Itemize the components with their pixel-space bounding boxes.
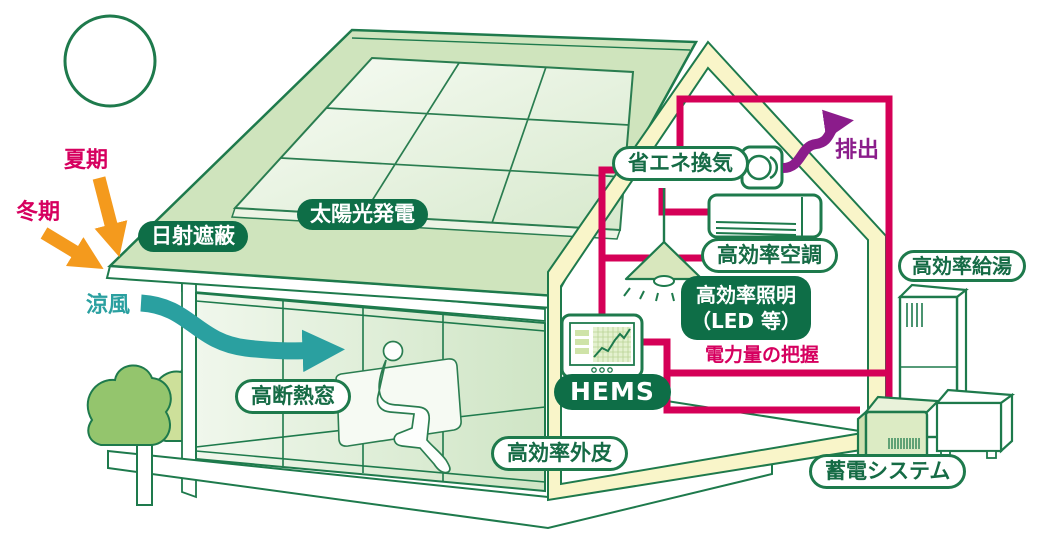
sun-icon bbox=[63, 14, 157, 108]
efficient-lighting-badge: 高効率照明 （LED 等） bbox=[681, 276, 811, 340]
power-monitoring-label: 電力量の把握 bbox=[705, 344, 820, 366]
seated-person-outline bbox=[376, 340, 451, 474]
exhaust-label: 排出 bbox=[835, 138, 880, 163]
hems-monitor-icon bbox=[560, 313, 644, 379]
winter-label: 冬期 bbox=[16, 200, 61, 225]
outdoor-unit-icon bbox=[934, 388, 1016, 459]
ceiling-lamp-icon bbox=[623, 188, 706, 302]
summer-sun-arrow bbox=[92, 176, 128, 258]
insulated-window-pill: 高断熱窓 bbox=[235, 379, 351, 415]
solar-shading-badge: 日射遮蔽 bbox=[138, 221, 248, 253]
cool-breeze-label: 涼風 bbox=[86, 293, 131, 318]
storage-battery-pill: 蓄電システム bbox=[809, 454, 967, 490]
ventilation-fan-icon bbox=[740, 145, 784, 190]
water-heater-icon bbox=[897, 283, 969, 440]
hems-battery-link-line bbox=[640, 396, 867, 433]
cool-breeze-arrow bbox=[140, 294, 345, 373]
sofa-outline bbox=[335, 358, 462, 447]
winter-sun-arrow bbox=[40, 227, 104, 269]
efficient-lighting-line1: 高効率照明 bbox=[695, 283, 796, 307]
air-conditioner-icon bbox=[707, 193, 823, 239]
efficient-lighting-line2: （LED 等） bbox=[691, 309, 801, 333]
efficient-water-heater-pill: 高効率給湯 bbox=[898, 250, 1026, 282]
exhaust-arrow bbox=[782, 109, 854, 173]
solar-panel-icon bbox=[232, 56, 635, 232]
tree-dark-icon bbox=[86, 364, 172, 506]
solar-pv-badge: 太陽光発電 bbox=[297, 199, 428, 231]
hems-badge: HEMS bbox=[554, 374, 671, 410]
storage-battery-icon bbox=[856, 395, 941, 472]
efficient-ac-pill: 高効率空調 bbox=[701, 238, 838, 274]
efficient-envelope-pill: 高効率外皮 bbox=[491, 436, 628, 472]
summer-label: 夏期 bbox=[64, 148, 109, 173]
ventilation-pill: 省エネ換気 bbox=[612, 146, 749, 182]
